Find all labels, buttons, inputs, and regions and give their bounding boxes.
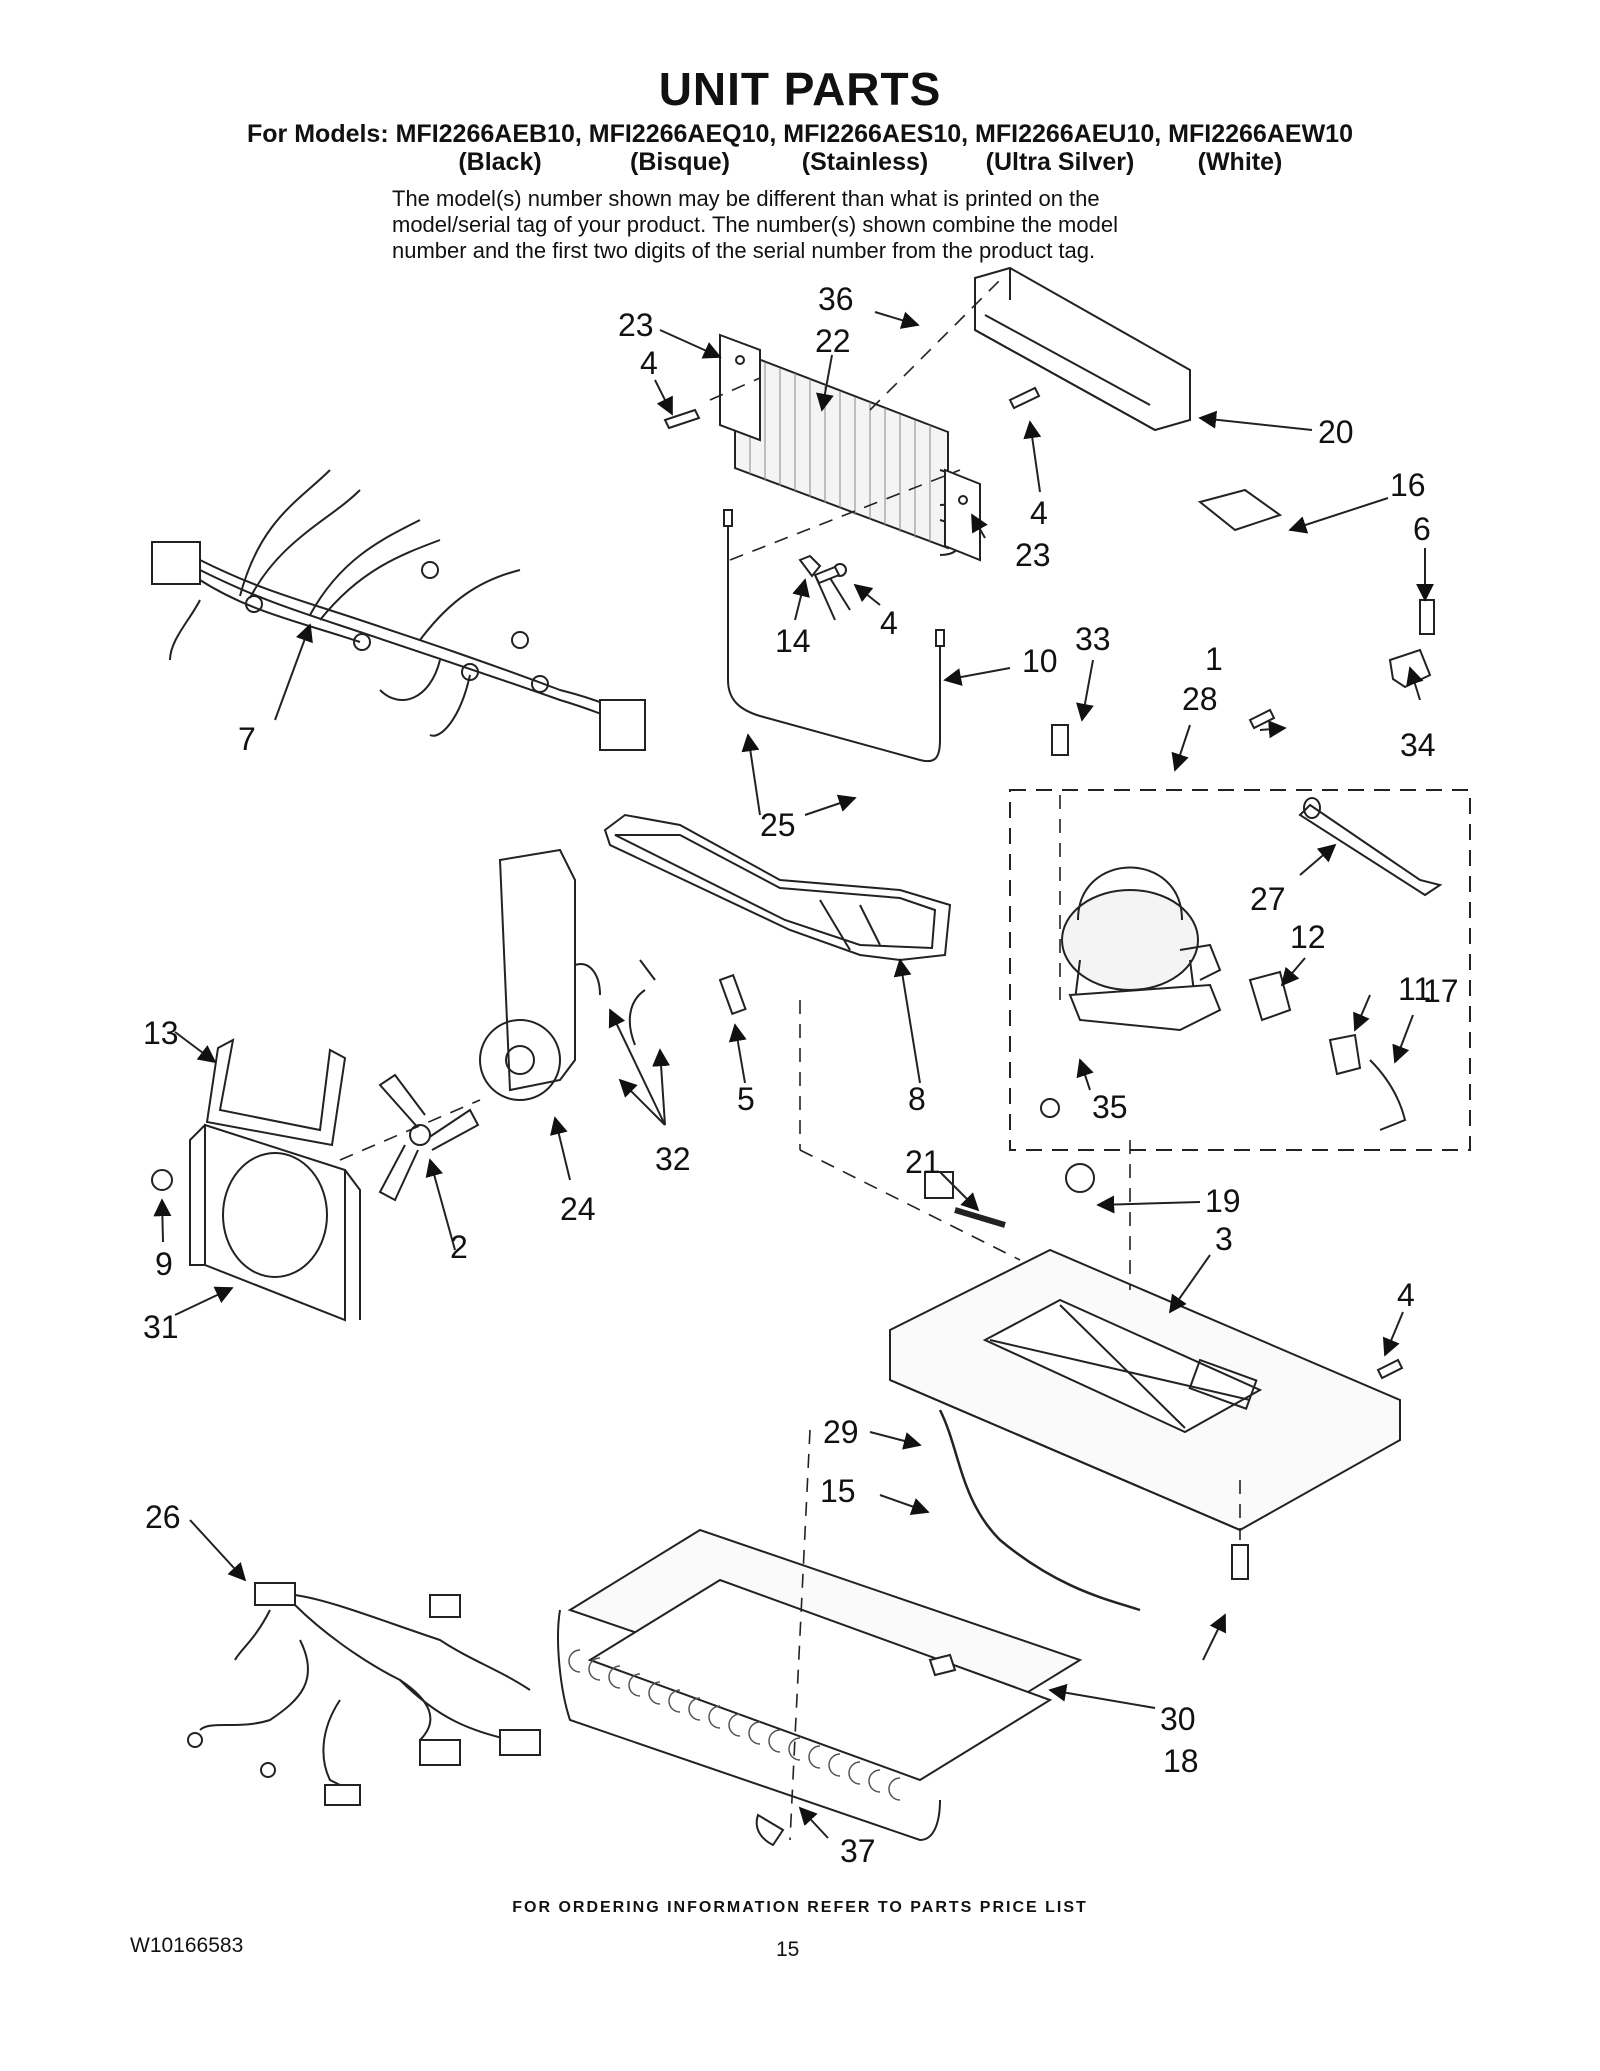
callout-17: 17 [1423,973,1459,1009]
leader-lines [153,311,1434,1839]
note-line: The model(s) number shown may be differe… [392,186,1100,211]
callout-14: 14 [775,623,811,659]
drier-illustration [1298,797,1443,897]
base-pan-illustration [889,1248,1401,1532]
callout-16: 16 [1390,467,1426,503]
color-black: (Black) [458,148,542,176]
note-line: model/serial tag of your product. The nu… [392,212,1118,237]
callout-28: 28 [1182,681,1218,717]
page-number: 15 [776,1938,800,1961]
callout-2: 2 [450,1229,468,1265]
wire-harness-illustration [151,469,646,751]
screw-illustration [663,386,1435,1580]
callout-6: 6 [1413,511,1431,547]
callout-8: 8 [908,1081,926,1117]
color-stainless: (Stainless) [801,148,929,176]
lower-harness-illustration [187,1582,541,1806]
callout-20: 20 [1318,414,1354,450]
compressor-assembly-box [1009,789,1471,1151]
callout-29: 29 [823,1414,859,1450]
compressor-illustration [1061,866,1222,1032]
fan-blade-illustration [378,1073,480,1202]
callout-5: 5 [737,1081,755,1117]
model-number-note: The model(s) number shown may be differe… [392,186,1272,264]
callout-21: 21 [905,1144,941,1180]
callout-13: 13 [143,1015,179,1051]
callout-22: 22 [815,323,851,359]
callout-1: 1 [1205,641,1223,677]
callout-7: 7 [238,721,256,757]
callout-3: 3 [1215,1221,1233,1257]
fan-motor-illustration [479,848,576,1101]
relay-overload-illustration [1248,970,1407,1131]
color-ultra-silver: (Ultra Silver) [985,148,1135,176]
callout-23: 23 [618,307,654,343]
air-duct-illustration [974,266,1191,432]
color-white: (White) [1197,148,1283,176]
callout-27: 27 [1250,881,1286,917]
page-title: UNIT PARTS [658,63,942,115]
evaporator-illustration [719,333,981,562]
callout-19: 19 [1205,1183,1241,1219]
callout-32: 32 [655,1141,691,1177]
grommet-illustration [151,1169,173,1191]
callout-23b: 23 [1015,537,1051,573]
fan-shroud-illustration [189,1123,361,1322]
callout-labels: 1 2 3 4 4 4 4 5 6 7 8 9 10 11 12 13 14 1… [143,281,1459,1869]
callout-37: 37 [840,1833,876,1869]
callout-30: 30 [1160,1701,1196,1737]
note-line: number and the first two digits of the s… [392,238,1096,263]
callout-4b: 4 [1030,495,1048,531]
callout-4: 4 [640,345,658,381]
callout-4d: 4 [1397,1277,1415,1313]
misc-parts-illustration [574,488,1432,1847]
defrost-heater-illustration [723,509,945,763]
shroud-seal-illustration [205,1038,347,1147]
evaporator-bracket [944,468,981,562]
callout-36: 36 [818,281,854,317]
callout-24: 24 [560,1191,596,1227]
callout-11: 11 [1398,971,1431,1007]
callout-12: 12 [1290,919,1326,955]
model-list: For Models: MFI2266AEB10, MFI2266AEQ10, … [247,120,1353,148]
color-bisque: (Bisque) [630,148,730,176]
ordering-note: FOR ORDERING INFORMATION REFER TO PARTS … [512,1899,1088,1916]
callout-35: 35 [1092,1089,1128,1125]
callout-34: 34 [1400,727,1436,763]
callout-9: 9 [155,1246,173,1282]
callout-31: 31 [143,1309,179,1345]
condenser-illustration [557,1409,1141,1842]
callout-4c: 4 [880,605,898,641]
callout-15: 15 [820,1473,856,1509]
callout-25: 25 [760,807,796,843]
callout-33: 33 [1075,621,1111,657]
callout-10: 10 [1022,643,1058,679]
drain-trough-illustration [603,813,952,962]
alignment-lines [339,279,1241,1841]
document-number: W10166583 [130,1934,244,1957]
callout-18: 18 [1163,1743,1199,1779]
callout-26: 26 [145,1499,181,1535]
